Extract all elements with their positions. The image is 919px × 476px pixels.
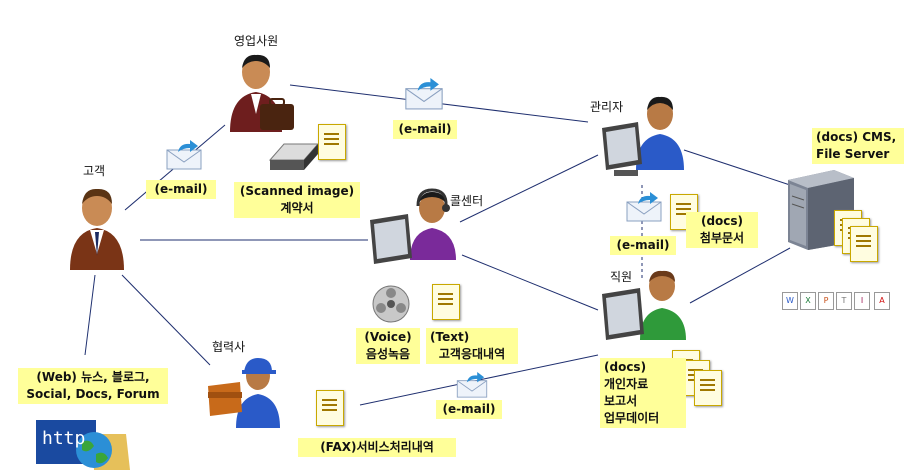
docs-attach-line2: 첨부문서 xyxy=(699,231,745,245)
scanned-image-line2: 계약서 xyxy=(280,201,314,215)
email-sales-icon xyxy=(404,78,443,110)
manager-label: 관리자 xyxy=(590,100,624,114)
staff-label: 직원 xyxy=(610,270,633,284)
word-icon: W xyxy=(782,292,798,310)
web-line2: Social, Docs, Forum xyxy=(26,387,160,401)
line-callcenter-staff xyxy=(461,254,599,311)
line-customer-web xyxy=(84,274,96,356)
sales-person-icon xyxy=(230,54,294,132)
text-doc-icon xyxy=(432,284,460,320)
scanner-icon xyxy=(268,138,320,172)
excel-icon: X xyxy=(800,292,816,310)
voice-reel-icon xyxy=(371,284,411,324)
manager-computer-person-icon xyxy=(602,96,684,176)
staff-node[interactable] xyxy=(600,268,692,350)
staff-computer-person-icon xyxy=(602,270,686,340)
staff-docs-label: (docs) 개인자료 보고서 업무데이터 xyxy=(600,358,686,428)
cms-line1: (docs) CMS, xyxy=(816,130,897,144)
email-customer-label: (e-mail) xyxy=(146,180,216,199)
cms-doc-icon-3 xyxy=(850,226,878,262)
cms-label: (docs) CMS, File Server xyxy=(812,128,904,164)
line-customer-partner xyxy=(121,274,211,366)
file-type-icons: W X P T I A xyxy=(782,292,902,312)
http-globe-icon[interactable]: http xyxy=(36,414,132,472)
callcenter-label: 콜센터 xyxy=(450,194,484,208)
http-text: http xyxy=(42,428,86,449)
email-partner-label: (e-mail) xyxy=(436,400,502,419)
partner-node[interactable] xyxy=(206,348,284,428)
voice-label: (Voice) 음성녹음 xyxy=(356,328,420,364)
manager-node[interactable] xyxy=(596,94,686,180)
text-line2: 고객응대내역 xyxy=(438,347,506,361)
sales-label: 영업사원 xyxy=(234,34,279,48)
text-label: (Text) 고객응대내역 xyxy=(426,328,518,364)
partner-label: 협력사 xyxy=(212,340,246,354)
web-label: (Web) 뉴스, 블로그, Social, Docs, Forum xyxy=(18,368,168,404)
customer-person-icon xyxy=(70,188,124,270)
staff-docs-line2: 개인자료 xyxy=(604,377,649,391)
ppt-icon: P xyxy=(818,292,834,310)
scanned-doc-icon xyxy=(318,124,346,160)
pdf-icon: A xyxy=(874,292,890,310)
cms-line2: File Server xyxy=(816,147,890,161)
text-line1: (Text) xyxy=(430,330,470,344)
staff-doc-icon-3 xyxy=(694,370,722,406)
email-partner-icon xyxy=(456,372,492,398)
docs-attach-label: (docs) 첨부문서 xyxy=(686,212,758,248)
scanned-image-label: (Scanned image) 계약서 xyxy=(234,182,360,218)
partner-worker-icon xyxy=(208,358,280,428)
callcenter-computer-person-icon xyxy=(370,188,456,264)
scanned-image-line1: (Scanned image) xyxy=(239,184,355,198)
email-manager-icon xyxy=(626,192,662,222)
line-callcenter-manager xyxy=(459,154,599,223)
staff-docs-line4: 업무데이터 xyxy=(604,411,660,425)
docs-attach-line1: (docs) xyxy=(700,214,744,228)
email-sales-label: (e-mail) xyxy=(393,120,457,139)
email-customer-icon xyxy=(166,140,202,170)
customer-node[interactable] xyxy=(62,184,132,270)
voice-line2: 음성녹음 xyxy=(365,347,411,361)
callcenter-node[interactable] xyxy=(370,186,466,272)
staff-docs-line3: 보고서 xyxy=(604,394,638,408)
voice-line1: (Voice) xyxy=(364,330,412,344)
fax-label: (FAX)서비스처리내역 xyxy=(298,438,456,457)
line-staff-cms xyxy=(689,247,791,304)
sales-node[interactable] xyxy=(226,52,296,132)
email-manager-label: (e-mail) xyxy=(610,236,676,255)
web-line1: (Web) 뉴스, 블로그, xyxy=(36,370,150,384)
fax-doc-icon xyxy=(316,390,344,426)
staff-docs-line1: (docs) xyxy=(604,360,647,374)
customer-label: 고객 xyxy=(83,164,106,178)
line-manager-cms xyxy=(683,149,791,186)
image-file-icon: I xyxy=(854,292,870,310)
text-file-icon: T xyxy=(836,292,852,310)
